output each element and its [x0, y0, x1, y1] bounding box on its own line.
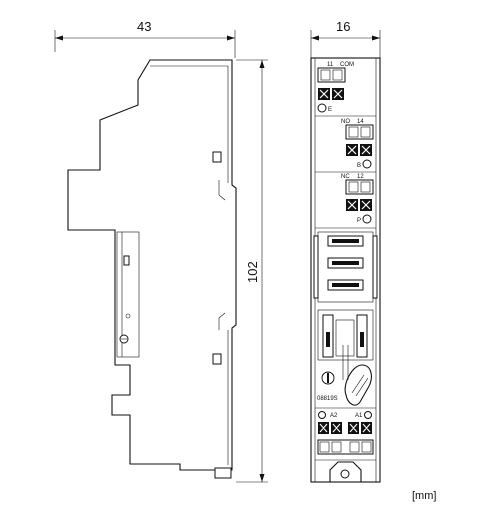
front-housing-outline [310, 57, 381, 483]
clip-slot [123, 255, 130, 266]
side-inner-contour [150, 65, 229, 465]
side-window-bottom [212, 353, 222, 365]
clip-rivet [125, 313, 131, 319]
side-housing-outline [67, 59, 237, 471]
test-point-b-icon [362, 159, 372, 169]
terminal-12-label: 12 [357, 174, 364, 180]
product-code: 08819S [317, 396, 338, 402]
lever-handle [344, 364, 372, 406]
clip-hole-icon [340, 469, 350, 479]
pin-p-label: P [357, 218, 361, 224]
test-point-p-icon [362, 214, 372, 224]
width-side-label: 43 [137, 19, 151, 34]
side-notches [218, 180, 226, 330]
terminal-a2-label: A2 [330, 413, 338, 419]
side-view: 43 102 [54, 19, 268, 483]
front-view: 16 11 COM E NO 14 [310, 19, 381, 483]
dimension-height: 102 [236, 59, 268, 483]
pin-e-label: E [328, 107, 332, 113]
terminal-a1-label: A1 [355, 413, 363, 419]
unit-label: [mm] [412, 490, 436, 502]
width-front-label: 16 [336, 19, 350, 34]
relay-socket [313, 231, 378, 303]
rail-clip [116, 231, 140, 358]
side-window-top [212, 151, 222, 163]
coil-socket [317, 309, 374, 380]
terminal-block-coil: A2 A1 [315, 407, 376, 461]
terminal-nc-label: NC [341, 174, 350, 180]
dimension-width-side: 43 [54, 19, 236, 58]
terminal-14-label: 14 [357, 119, 364, 125]
dimension-width-front: 16 [310, 19, 381, 58]
test-point-e-icon [317, 103, 327, 113]
terminal-no-clamp [345, 124, 374, 140]
release-lever: 08819S [317, 364, 372, 406]
terminal-nc-clamp [345, 179, 374, 195]
terminal-block-no: NO 14 B [315, 119, 376, 173]
terminal-com-label: COM [340, 62, 354, 68]
pin-b-label: B [357, 163, 361, 169]
terminal-com-clamp [317, 67, 346, 83]
front-bottom-clip [329, 461, 362, 482]
terminal-block-nc: NC 12 P [315, 174, 376, 229]
terminal-block-com: 11 COM E [315, 62, 376, 117]
side-foot [214, 467, 232, 479]
terminal-11-label: 11 [327, 62, 334, 68]
height-label: 102 [245, 261, 260, 283]
terminal-no-label: NO [341, 119, 350, 125]
